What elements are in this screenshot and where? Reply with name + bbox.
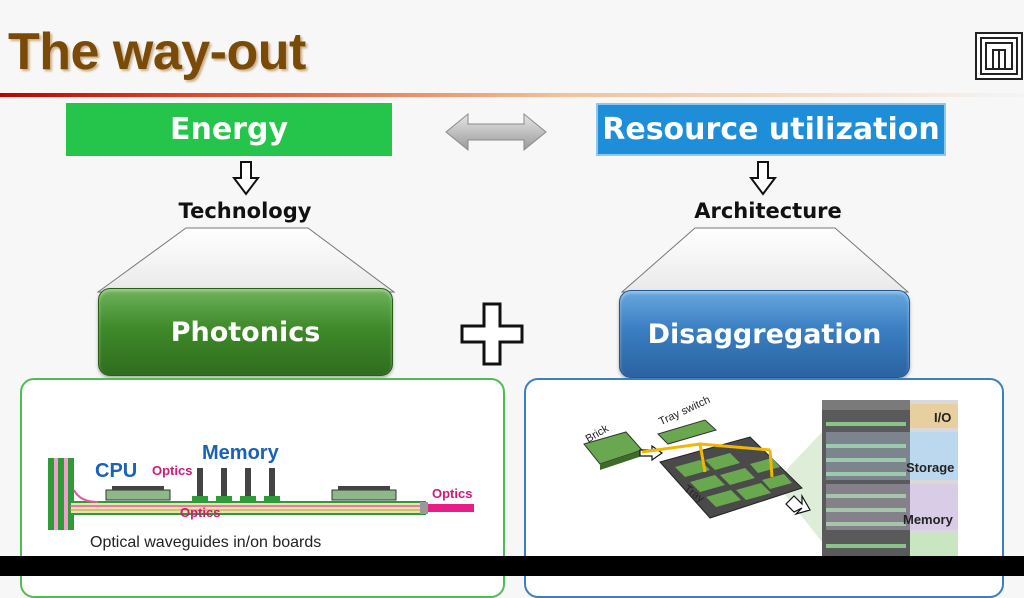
slide-title: The way-out	[8, 23, 306, 81]
waveguides-caption: Optical waveguides in/on boards	[90, 534, 322, 551]
connector-trapezoid	[620, 227, 910, 293]
technology-label: Technology	[178, 199, 312, 223]
cpu-label: CPU	[95, 460, 138, 482]
io-label: I/O	[934, 410, 952, 425]
down-arrow-icon	[232, 161, 260, 196]
optics-label: Optics	[180, 505, 221, 520]
logo-icon	[975, 32, 1023, 80]
resource-utilization-box: Resource utilization	[596, 103, 946, 156]
plus-icon	[460, 302, 524, 366]
optical-board-diagram	[48, 458, 474, 530]
video-letterbox-bar	[0, 556, 1024, 576]
title-underline	[0, 93, 1024, 97]
rack-diagram	[583, 400, 958, 567]
photonics-pill: Photonics	[98, 288, 393, 376]
memory-rack-label: Memory	[903, 512, 953, 527]
optics-label: Optics	[432, 486, 473, 501]
memory-label: Memory	[202, 442, 279, 464]
disaggregation-pill: Disaggregation	[619, 290, 910, 378]
storage-label: Storage	[906, 460, 955, 475]
architecture-label: Architecture	[694, 199, 842, 223]
energy-box: Energy	[66, 103, 392, 156]
down-arrow-icon	[749, 161, 777, 196]
optics-label: Optics	[152, 463, 193, 478]
connector-trapezoid	[96, 227, 396, 293]
double-arrow-icon	[445, 112, 547, 152]
